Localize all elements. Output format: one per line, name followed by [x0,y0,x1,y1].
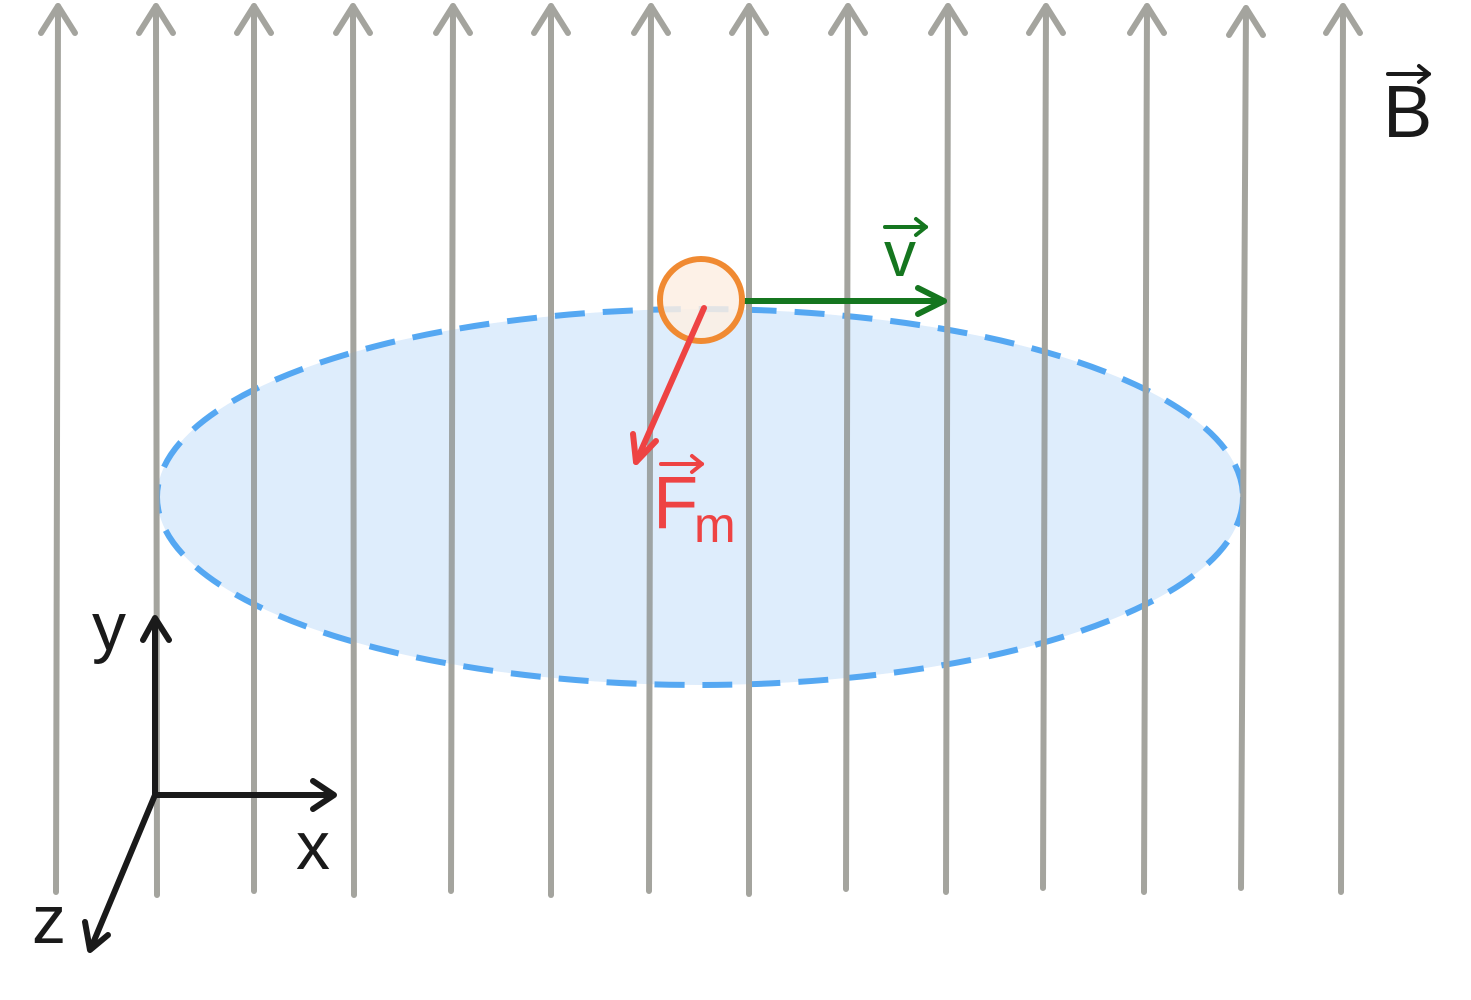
x-axis-label: x [296,808,330,884]
magnetic-force-vector [630,305,707,465]
force-subscript: m [694,497,736,553]
y-axis-label: y [92,589,126,665]
field-line [928,3,968,895]
field-line [1323,3,1363,895]
vector-arrow-icon [1386,64,1431,84]
field-line [531,3,571,898]
field-line [729,3,769,897]
y-axis [140,615,172,798]
velocity-label: v [883,217,928,290]
field-line [234,3,274,894]
z-axis [82,792,158,953]
field-line [1127,3,1167,895]
magnetic-field-symbol: B [1383,70,1432,153]
field-line [38,3,78,895]
force-symbol: F [653,461,698,544]
field-line [433,3,473,894]
force-label: F m [653,454,736,553]
magnetic-field-lines [38,3,1363,898]
field-line [1026,3,1066,891]
orbit-tint [157,309,1243,685]
velocity-symbol: v [884,218,916,290]
vector-arrow-icon [883,217,928,237]
magnetic-field-label: B [1383,64,1432,153]
vector-arrow-icon [659,454,704,474]
coordinate-axes [82,615,337,953]
charged-particle [657,256,745,344]
z-axis-label: z [32,882,66,958]
field-line [828,3,868,892]
x-axis [152,778,337,812]
field-line [1226,5,1266,891]
field-line [333,3,373,898]
velocity-vector [741,285,947,317]
